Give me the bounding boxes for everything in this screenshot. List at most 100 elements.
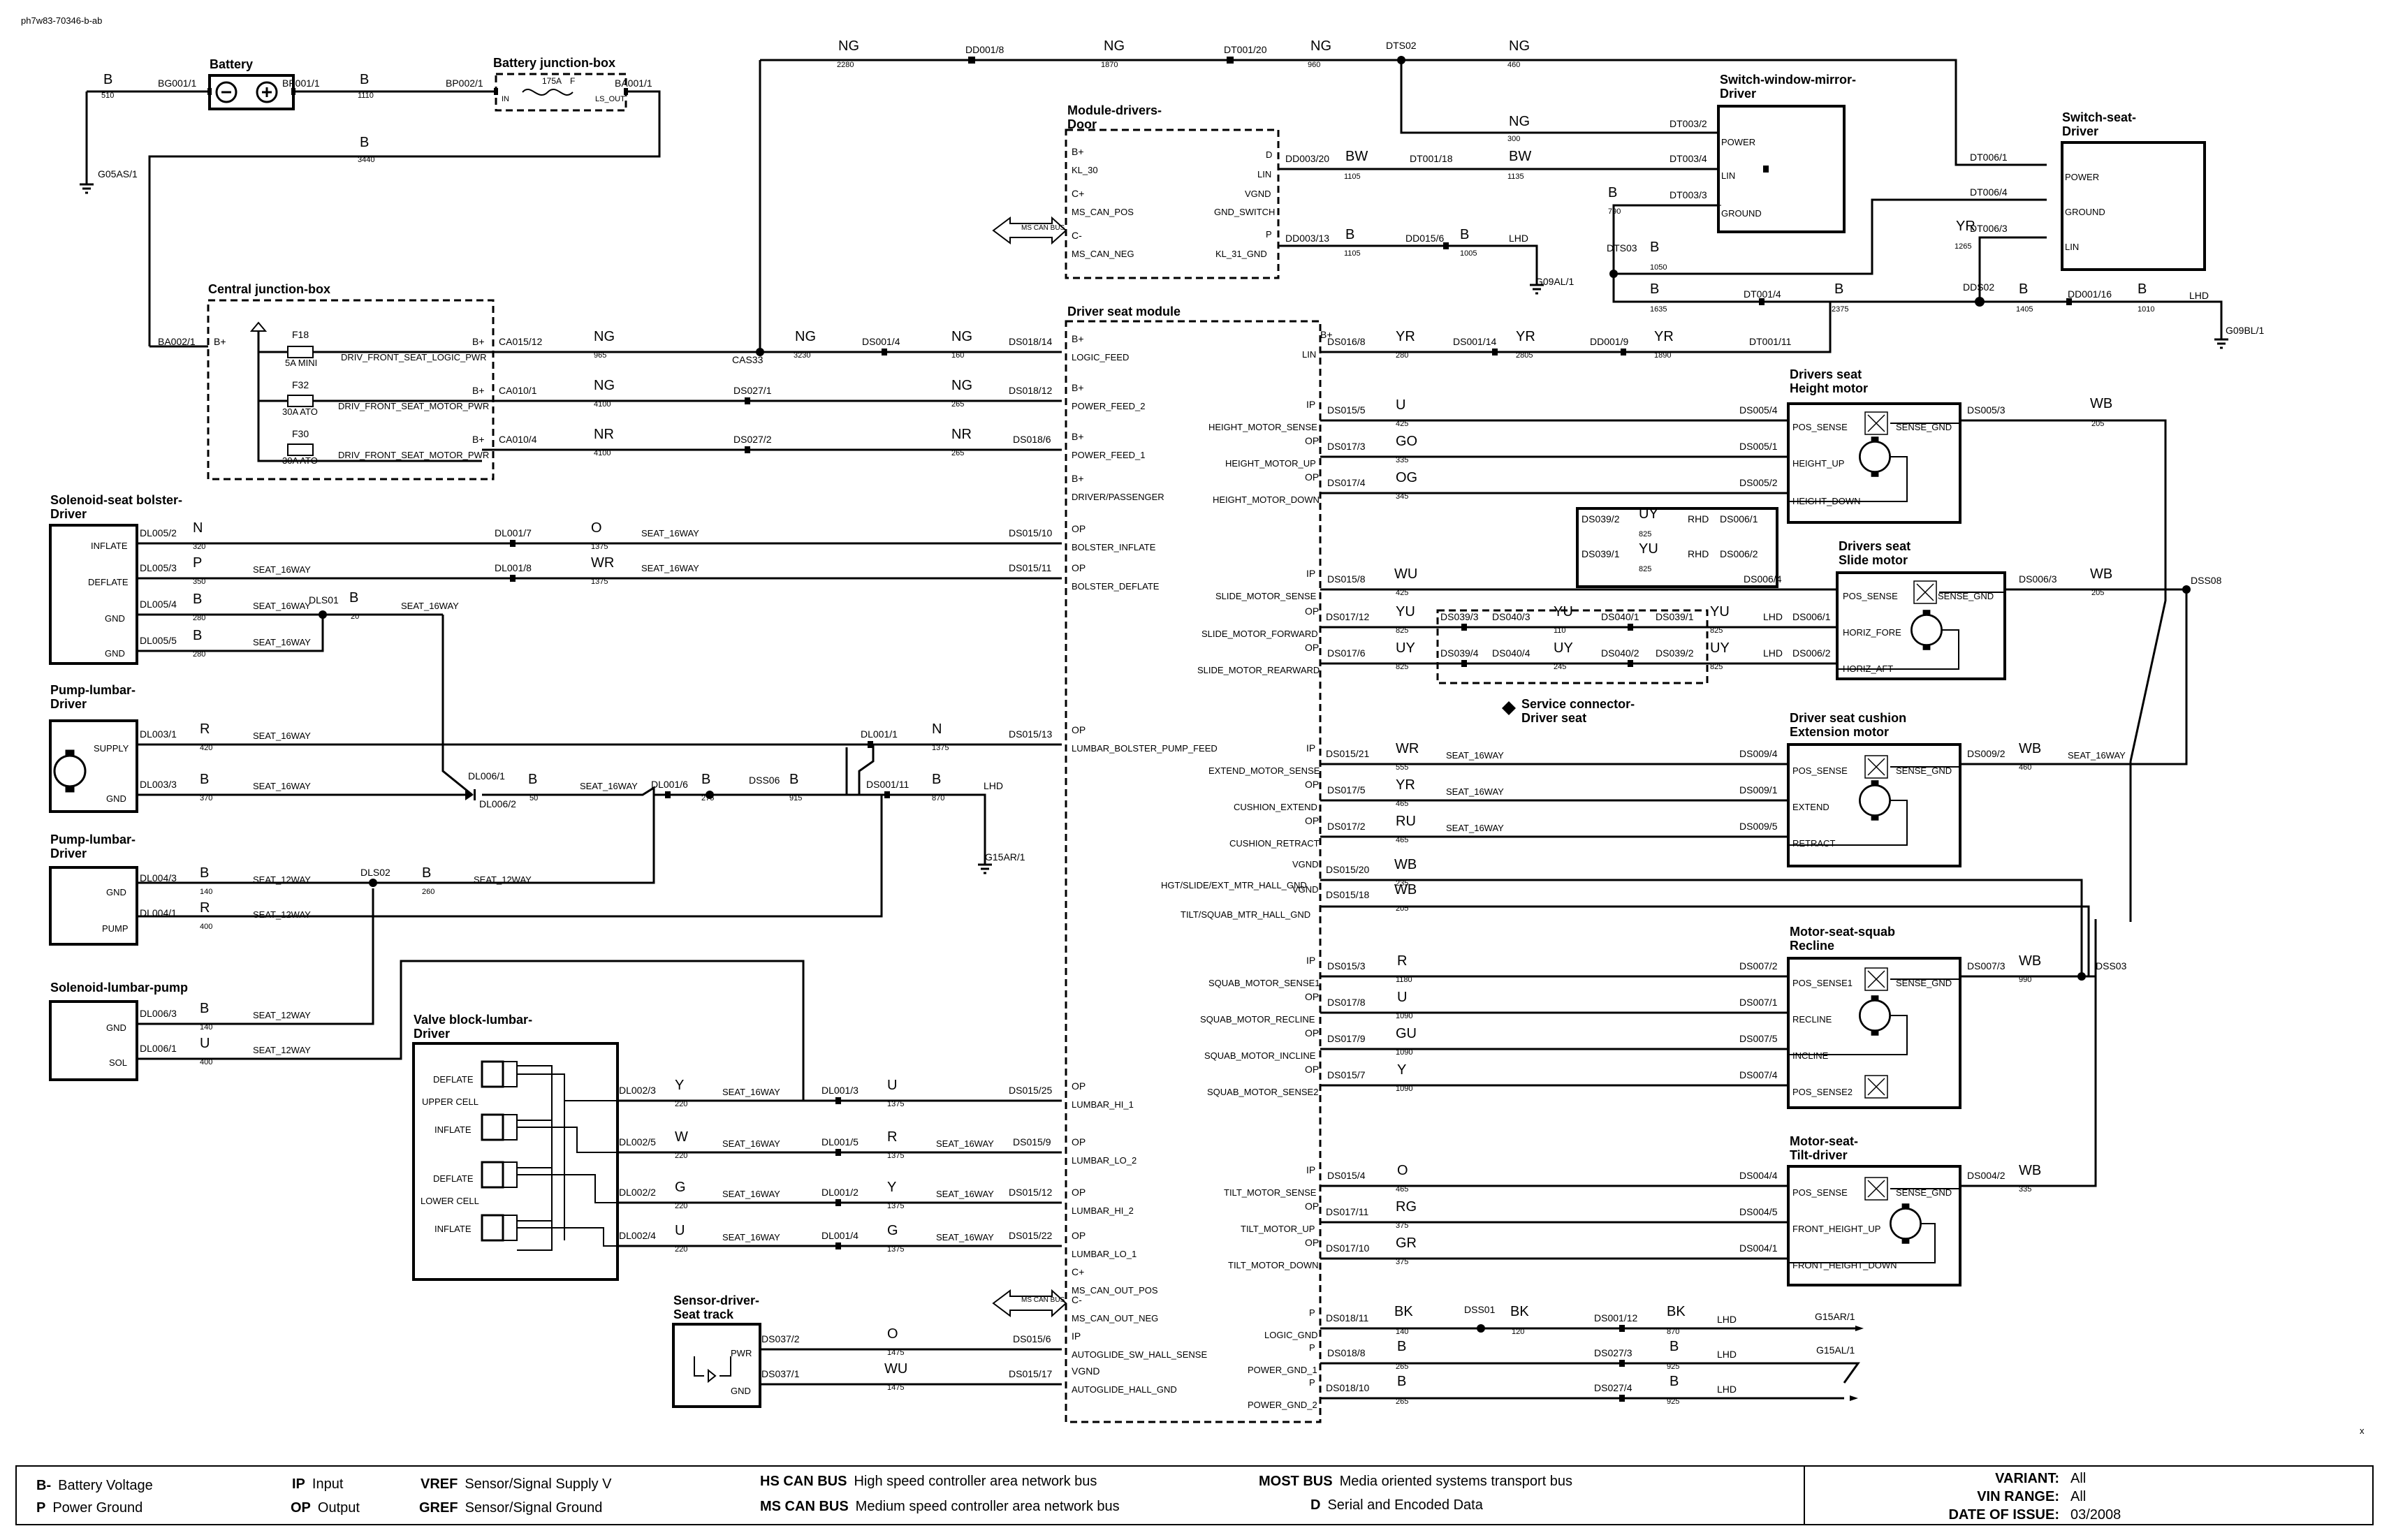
wire-label: OP — [1305, 1237, 1319, 1248]
wire-label: DS005/2 — [1739, 477, 1778, 488]
wire-label: 1090 — [1396, 1048, 1412, 1057]
wire-label: SEAT_16WAY — [2068, 750, 2126, 761]
wire-label: DS007/4 — [1739, 1069, 1778, 1080]
vin-range-label: VIN RANGE: — [1977, 1489, 2059, 1504]
connectors — [207, 56, 2191, 1402]
wire-label: G09AL/1 — [1535, 276, 1574, 287]
wire-label: SENSE_GND — [1938, 591, 1994, 601]
motor-symbols — [1788, 411, 2005, 1263]
wire-label: LIN — [1257, 169, 1271, 179]
wire-label: 915 — [789, 794, 802, 802]
variant-label: VARIANT: — [1995, 1471, 2059, 1486]
title-line: Central junction-box — [208, 282, 330, 296]
wire-label: 2280 — [837, 61, 854, 69]
wire-label: CAS33 — [732, 354, 764, 365]
wire-label: 1890 — [1654, 351, 1671, 360]
wire-label: OP — [1305, 471, 1319, 483]
wire-label: WB — [2090, 566, 2112, 582]
wire-label: 220 — [675, 1100, 687, 1108]
wire-label: Y — [887, 1180, 896, 1195]
wire-label: LOGIC_FEED — [1072, 352, 1129, 362]
wire-label: 265 — [1396, 1363, 1408, 1371]
legend-entry: IP Input — [292, 1476, 343, 1493]
wire-label: 825 — [1710, 626, 1723, 635]
legend-key: MS CAN BUS — [760, 1499, 849, 1514]
title-line: Pump-lumbar- — [50, 683, 136, 697]
wire-label: 1375 — [887, 1202, 904, 1210]
wire-label: Y — [1397, 1062, 1406, 1078]
wire-label: INFLATE — [434, 1224, 472, 1234]
wire-label: DS040/2 — [1601, 647, 1639, 659]
wire-label: DL006/1 — [140, 1043, 177, 1054]
wire-label: DS005/4 — [1739, 404, 1778, 416]
wire-label: DS015/17 — [1009, 1368, 1052, 1379]
wire-label: B — [1345, 227, 1354, 242]
wire-label: B+ — [214, 336, 226, 347]
wire-label: NG — [1310, 38, 1331, 54]
wire-label: DS039/1 — [1656, 611, 1694, 622]
wire-label: CUSHION_RETRACT — [1229, 838, 1320, 849]
wire-label: OP — [1072, 523, 1086, 534]
wire-label: HEIGHT_MOTOR_UP — [1225, 458, 1316, 469]
wire-label: POS_SENSE — [1792, 1187, 1848, 1198]
wire-label: DS015/13 — [1009, 728, 1052, 740]
wire-label: DS017/11 — [1326, 1206, 1368, 1217]
wire-label: LHD — [1717, 1349, 1737, 1360]
wire-label: 280 — [193, 650, 205, 659]
wire-label: NG — [594, 378, 615, 393]
wire-label: DS027/1 — [733, 385, 772, 396]
wire-label: P — [1309, 1342, 1315, 1353]
wire-label: 375 — [1396, 1258, 1408, 1266]
wire-label: KL_30 — [1072, 165, 1098, 175]
wire-label: F32 — [292, 379, 309, 390]
svc-box — [1436, 609, 1709, 684]
wire-label: F — [570, 76, 575, 86]
wire-label: U — [1396, 397, 1405, 413]
wire-label: 925 — [1667, 1398, 1679, 1406]
wire-label: YR — [1654, 329, 1674, 344]
wire-label: LUMBAR_LO_2 — [1072, 1155, 1137, 1166]
wire-label: DL001/2 — [821, 1187, 859, 1198]
legend-key: GREF — [419, 1500, 458, 1516]
wire-label: DTS03 — [1607, 242, 1637, 254]
wire-label: 1870 — [1101, 61, 1118, 69]
wire-label: NG — [951, 329, 972, 344]
wire-label: DS017/3 — [1327, 441, 1366, 452]
wire-label: W — [675, 1129, 688, 1145]
wire-label: B — [1834, 281, 1843, 297]
wire-label: BG001/1 — [158, 78, 196, 89]
wire-label: PWR — [731, 1348, 752, 1358]
legend-value: Input — [312, 1476, 344, 1492]
wire-label: DS017/8 — [1327, 997, 1366, 1008]
title-line: Driver seat module — [1067, 305, 1181, 318]
wire-label: DEFLATE — [88, 577, 129, 587]
wire-label: 1375 — [591, 578, 608, 586]
wire-label: BOLSTER_INFLATE — [1072, 542, 1156, 552]
wire-label: B — [422, 865, 431, 881]
wire-label: 3440 — [358, 156, 374, 164]
document-code: ph7w83-70346-b-ab — [21, 15, 102, 26]
title-tmotor: Motor-seat-Tilt-driver — [1790, 1134, 1858, 1162]
wire-label: IP — [1306, 742, 1315, 754]
can-bus-arrow-bottom — [992, 1289, 1067, 1318]
wire-label: NG — [1104, 38, 1125, 54]
wire-label: SENSE_GND — [1896, 422, 1952, 432]
legend-key: IP — [292, 1476, 305, 1492]
dsm-box — [1065, 320, 1322, 1423]
wire-label: VGND — [1072, 1365, 1099, 1377]
legend-value: Medium speed controller area network bus — [855, 1499, 1120, 1514]
wire-label: VGND — [1292, 859, 1319, 870]
wire-label: 370 — [200, 794, 212, 802]
wire-label: 205 — [1396, 904, 1408, 913]
wire-label: DS009/1 — [1739, 784, 1778, 795]
wire-label: DS006/3 — [2019, 573, 2057, 585]
wire-label: B — [200, 1001, 209, 1016]
wire-label: DS004/1 — [1739, 1242, 1778, 1254]
wire-label: BW — [1345, 149, 1368, 164]
wire-label: SEAT_16WAY — [1446, 786, 1504, 797]
wire-label: 160 — [951, 351, 964, 360]
wire-label: 345 — [1396, 492, 1408, 501]
wire-label: B — [360, 135, 369, 150]
wire-label: DSS08 — [2191, 575, 2222, 586]
